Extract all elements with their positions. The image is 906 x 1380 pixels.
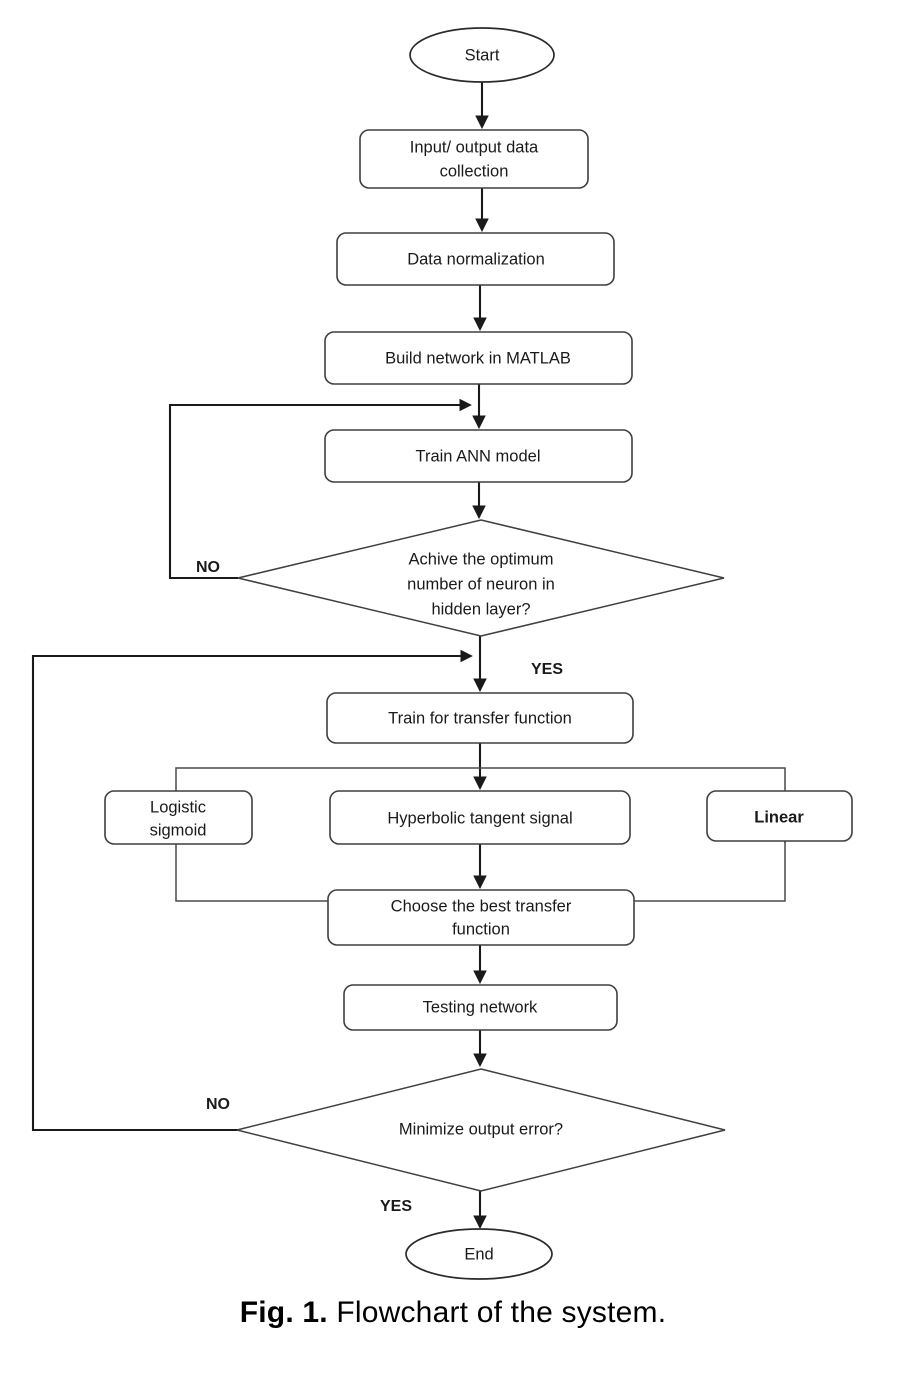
logistic-sigmoid-label-line1: Logistic [150,798,206,816]
logistic-sigmoid-label-line2: sigmoid [150,821,207,839]
testing-network-box [343,984,618,1031]
input-output-box [359,129,589,189]
train-transfer-label: Train for transfer function [388,709,572,727]
hyperbolic-tangent-box [329,790,631,845]
build-network-label: Build network in MATLAB [385,349,571,367]
logistic-sigmoid-box [104,790,253,845]
node-build-network: Build network in MATLAB [324,331,633,385]
node-end: End [405,1228,553,1280]
train-transfer-box [326,692,634,744]
input-output-label-line1: Input/ output data [410,138,539,156]
testing-network-label: Testing network [423,998,538,1016]
decision-neurons-diamond [237,519,725,637]
choose-best-box [327,889,635,946]
node-start: Start [409,27,555,83]
input-output-label-line2: collection [440,162,509,180]
branch-label-layer: NO YES NO YES [196,559,563,1215]
figure-caption: Fig. 1. Flowchart of the system. [0,1296,906,1330]
linear-label: Linear [754,808,804,826]
data-normalization-label: Data normalization [407,250,545,268]
node-hyperbolic-tangent-signal: Hyperbolic tangent signal [329,790,631,845]
branch-label-yes-neurons: YES [531,661,563,678]
train-ann-box [324,429,633,483]
edge-no-loop-error [31,649,473,1132]
data-normalization-box [336,232,615,286]
node-input-output-collection: Input/ output data collection [359,129,589,189]
linear-box [706,790,853,842]
start-ellipse [409,27,555,83]
node-decision-minimize-output-error: Minimize output error? [236,1068,726,1192]
node-decision-optimum-neurons: Achive the optimum number of neuron in h… [237,519,725,637]
edge-no-loop-neurons [168,398,472,580]
branch-label-yes-error: YES [380,1198,412,1215]
figure-caption-lead: Fig. 1. [239,1296,328,1329]
node-data-normalization: Data normalization [336,232,615,286]
decision-neurons-label-line2: number of neuron in [407,575,555,593]
node-linear: Linear [706,790,853,842]
branch-label-no-neurons: NO [196,559,220,576]
choose-best-label-line2: function [452,920,510,938]
train-ann-label: Train ANN model [415,447,540,465]
node-testing-network: Testing network [343,984,618,1031]
node-logistic-sigmoid: Logistic sigmoid [104,790,253,845]
end-label: End [464,1245,493,1263]
build-network-box [324,331,633,385]
end-ellipse [405,1228,553,1280]
decision-error-label: Minimize output error? [399,1120,563,1138]
figure-caption-text: Flowchart of the system. [327,1296,667,1329]
choose-best-label-line1: Choose the best transfer [391,897,572,915]
decision-neurons-label-line3: hidden layer? [431,600,530,618]
node-train-ann-model: Train ANN model [324,429,633,483]
node-train-for-transfer-function: Train for transfer function [326,692,634,744]
start-label: Start [465,46,500,64]
branch-label-no-error: NO [206,1096,230,1113]
hyperbolic-tangent-label: Hyperbolic tangent signal [387,809,572,827]
node-choose-best-transfer-function: Choose the best transfer function [327,889,635,946]
decision-error-diamond [236,1068,726,1192]
decision-neurons-label-line1: Achive the optimum [409,550,554,568]
